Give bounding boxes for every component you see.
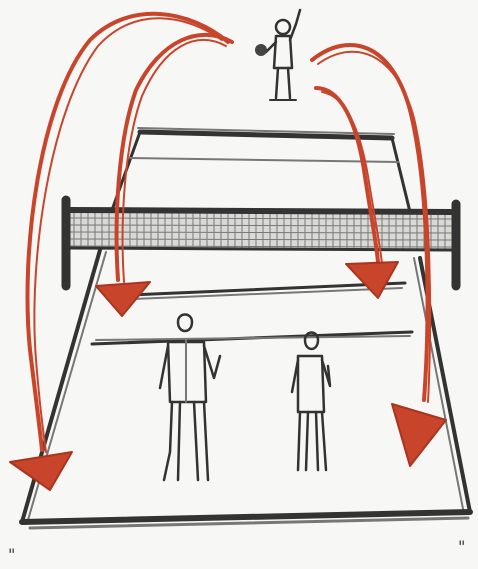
server-figure bbox=[255, 10, 300, 100]
net-mesh bbox=[70, 210, 452, 250]
player-left-legs bbox=[164, 402, 208, 480]
far-attack-line bbox=[130, 158, 398, 162]
ball-icon bbox=[255, 44, 267, 56]
arrow-mid-left bbox=[96, 35, 232, 316]
net-top-band bbox=[70, 210, 452, 212]
player-right-legs bbox=[298, 412, 326, 470]
far-right-sideline bbox=[392, 138, 410, 212]
server-raised-arm bbox=[290, 10, 300, 40]
receiver-player-right bbox=[292, 333, 330, 471]
corner-mark-right: " bbox=[458, 537, 465, 556]
court bbox=[22, 128, 470, 528]
player-right-torso bbox=[298, 356, 324, 412]
net-bottom-cord bbox=[70, 248, 452, 250]
arrow-mid-right bbox=[316, 88, 398, 298]
corner-mark-left: " bbox=[8, 545, 15, 564]
net bbox=[66, 200, 456, 286]
server-legs bbox=[276, 68, 290, 98]
server-head bbox=[276, 20, 290, 34]
player-left-head bbox=[178, 315, 192, 332]
serve-arrows bbox=[10, 14, 446, 490]
